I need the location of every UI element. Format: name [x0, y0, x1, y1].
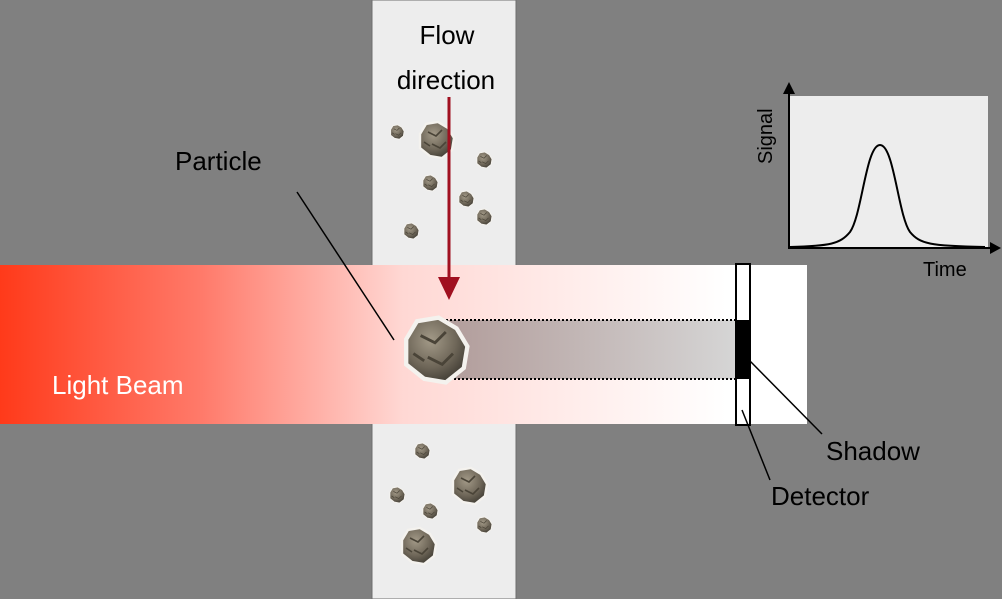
particle-icon — [414, 442, 431, 460]
detector-shadow — [737, 320, 749, 379]
flow-direction-label-line2: direction — [397, 65, 495, 95]
down-arrow-icon — [438, 97, 460, 300]
signal-x-arrow-icon — [990, 242, 1001, 254]
flow-direction-label-line1: Flow — [420, 20, 475, 50]
particle-icon — [390, 124, 405, 140]
particle-icon — [400, 526, 438, 566]
shadow-leader-line — [748, 359, 823, 435]
signal-axis-label: Signal — [755, 108, 777, 164]
particle-icon — [476, 151, 493, 169]
particle-label: Particle — [175, 146, 262, 176]
detector-label: Detector — [771, 481, 870, 511]
main-particle-icon — [406, 318, 467, 383]
particle-icon — [458, 190, 475, 208]
particle-leader-line — [296, 191, 395, 341]
shadow-label: Shadow — [826, 436, 920, 466]
particle-icon — [451, 466, 489, 506]
particle-icon — [389, 486, 406, 504]
time-axis-label: Time — [923, 259, 967, 281]
particle-icon — [476, 208, 493, 226]
shadow-tube — [434, 320, 740, 379]
light-beam-label: Light Beam — [52, 370, 184, 400]
signal-y-arrow-icon — [783, 82, 795, 94]
signal-plot — [783, 82, 1001, 254]
particle-icon — [476, 516, 493, 534]
particle-icon — [403, 222, 420, 240]
detector-leader-line — [741, 409, 771, 481]
signal-peak-curve — [789, 143, 986, 248]
particle-icon — [422, 174, 439, 192]
signal-plot-background — [789, 96, 988, 249]
particle-icon — [422, 502, 439, 520]
